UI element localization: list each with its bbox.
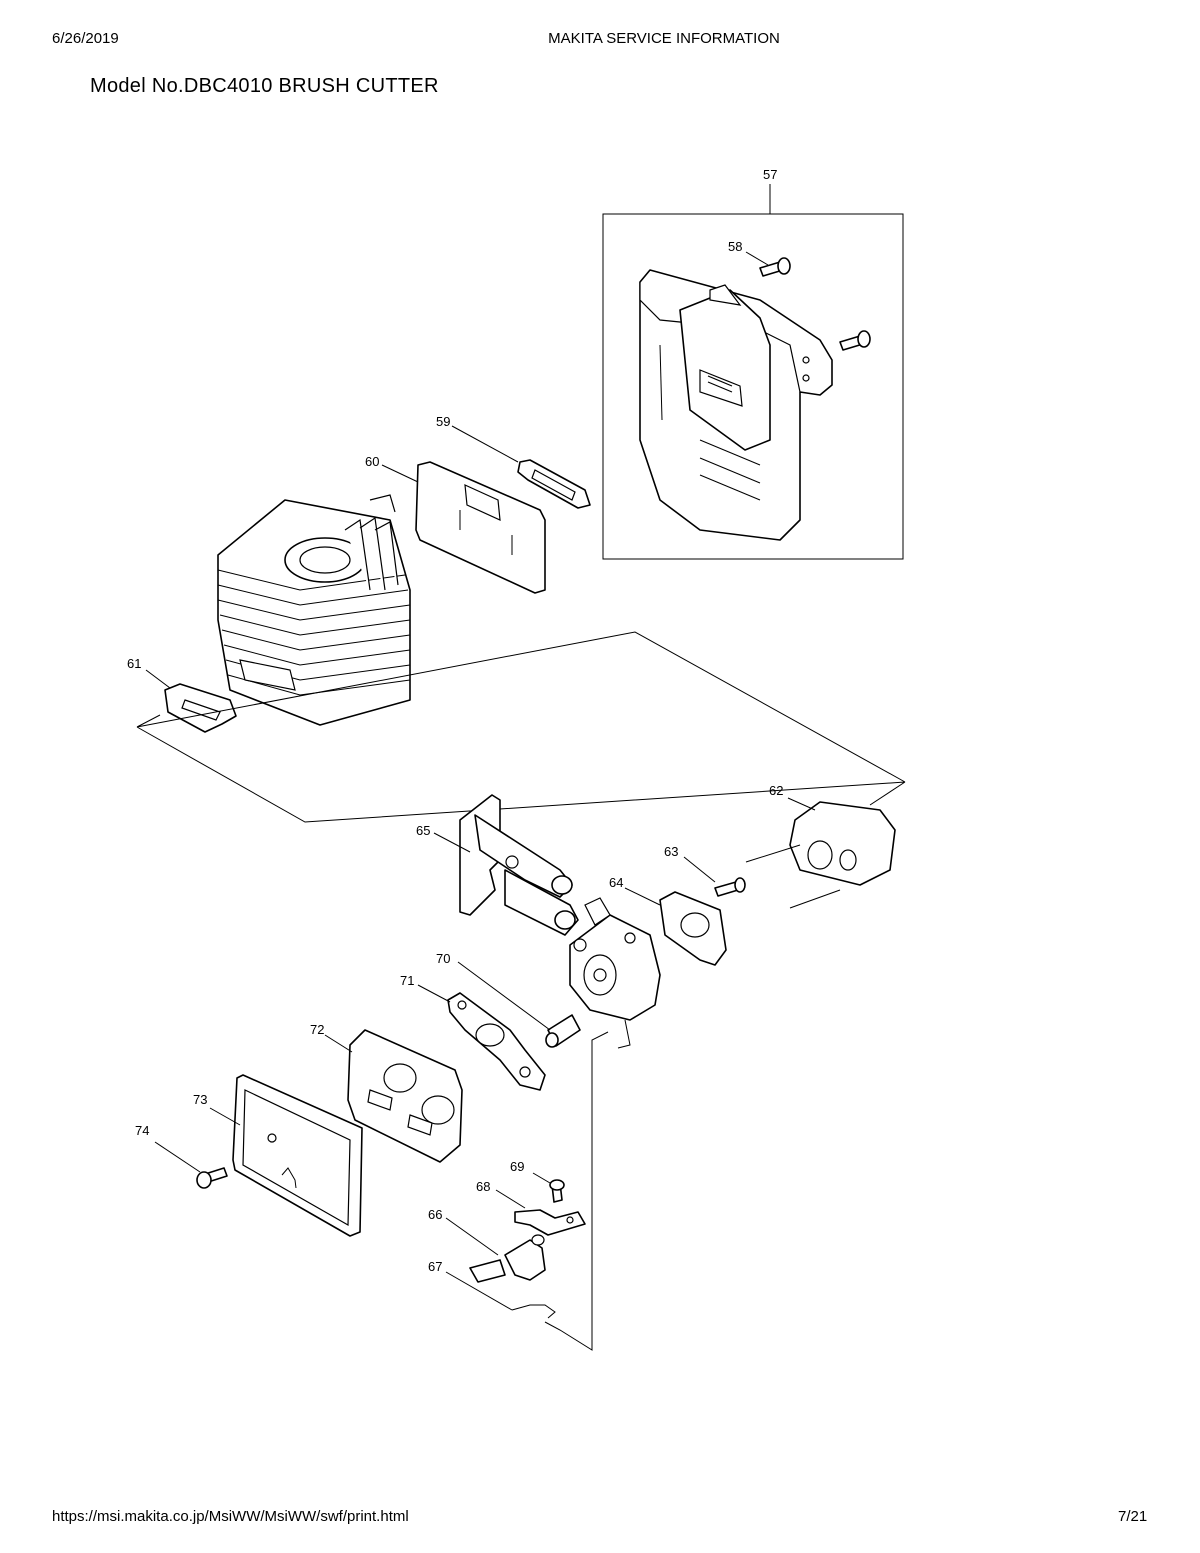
heat-shield-60: [381, 461, 546, 594]
carb-group-bracket: [544, 1031, 609, 1351]
gasket-71: [417, 984, 546, 1091]
gasket-59: [451, 425, 591, 509]
cylinder: [217, 494, 411, 726]
muffler-box-frame: [602, 213, 904, 560]
spring-67: [445, 1271, 556, 1319]
air-cover-73: [209, 1074, 363, 1237]
label-57: 57: [763, 167, 777, 182]
screw-74: [154, 1141, 228, 1189]
label-59: 59: [436, 414, 450, 429]
label-68: 68: [476, 1179, 490, 1194]
screw-63: [683, 856, 746, 897]
label-62: 62: [769, 783, 783, 798]
gasket-64: [624, 887, 727, 966]
air-filter-72: [324, 1029, 463, 1163]
gasket-61: [145, 669, 237, 733]
label-70: 70: [436, 951, 450, 966]
carburetor: [569, 897, 661, 1049]
model-title: Model No.DBC4010 BRUSH CUTTER: [90, 75, 439, 97]
lever-66: [445, 1217, 546, 1283]
label-61: 61: [127, 656, 141, 671]
label-71: 71: [400, 973, 414, 988]
muffler-assembly: [602, 184, 904, 560]
footer-page-number: 7/21: [1118, 1508, 1148, 1525]
label-65: 65: [416, 823, 430, 838]
insulator-62: [745, 797, 896, 909]
bolt-58b: [839, 330, 871, 351]
part-labels: 57 58 59 60 61 62 63 64 65 66 67 68 69 7…: [127, 167, 783, 1274]
label-74: 74: [135, 1123, 149, 1138]
footer-url: https://msi.makita.co.jp/MsiWW/MsiWW/swf…: [52, 1508, 409, 1525]
header-date: 6/26/2019: [52, 30, 119, 47]
bolt-58: [759, 257, 791, 277]
bracket-65: [433, 794, 579, 936]
label-60: 60: [365, 454, 379, 469]
cylinder-group-bracket: [136, 631, 906, 823]
sleeve-70: [457, 961, 581, 1048]
label-67: 67: [428, 1259, 442, 1274]
screw-69: [532, 1172, 565, 1203]
label-58: 58: [728, 239, 742, 254]
plate-68: [495, 1189, 586, 1236]
label-72: 72: [310, 1022, 324, 1037]
header-title: MAKITA SERVICE INFORMATION: [548, 30, 780, 47]
label-66: 66: [428, 1207, 442, 1222]
label-69: 69: [510, 1159, 524, 1174]
label-63: 63: [664, 844, 678, 859]
label-64: 64: [609, 875, 623, 890]
label-73: 73: [193, 1092, 207, 1107]
